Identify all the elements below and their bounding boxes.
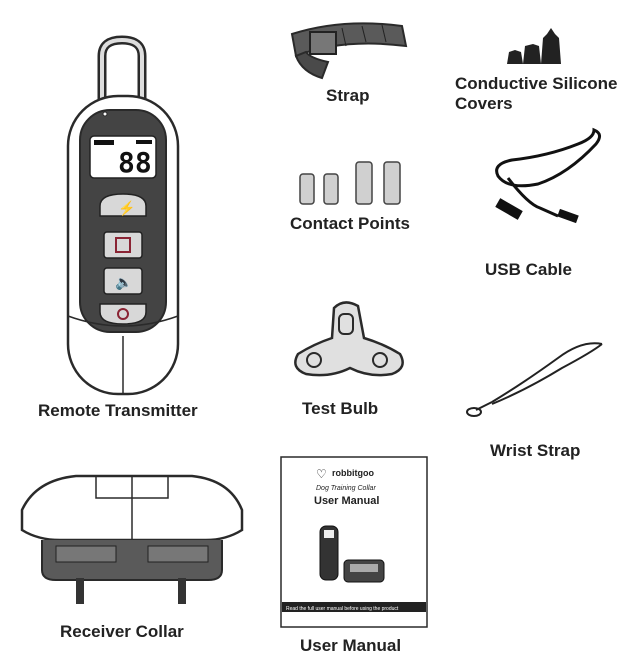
receiver-collar-label: Receiver Collar xyxy=(60,622,184,641)
manual-title: User Manual xyxy=(314,495,379,507)
usb-cable-label: USB Cable xyxy=(485,260,572,279)
manual-heart-logo-icon: ♡ xyxy=(316,467,327,481)
contact-points-label: Contact Points xyxy=(290,214,410,233)
beep-button[interactable] xyxy=(103,267,143,295)
manual-brand: robbitgoo xyxy=(332,468,374,478)
strap-image xyxy=(290,22,408,80)
usb-cable-image xyxy=(495,127,601,224)
receiver-collar-image xyxy=(20,474,244,604)
user-manual-label: User Manual xyxy=(300,636,402,655)
vibrate-button[interactable] xyxy=(103,231,143,259)
manual-footer: Read the full user manual before using t… xyxy=(286,606,399,612)
test-bulb-label: Test Bulb xyxy=(302,399,379,418)
silicone-covers-label-line1: Conductive Silicone xyxy=(455,74,618,93)
strap-label: Strap xyxy=(326,86,370,105)
remote-transmitter-label: Remote Transmitter xyxy=(38,401,198,420)
remote-transmitter-image: 88 ⚡ 🔈 xyxy=(66,35,180,396)
wrist-strap-image xyxy=(466,342,603,417)
silicone-covers-image xyxy=(507,28,561,64)
user-manual-image: ♡ robbitgoo Dog Training Collar User Man… xyxy=(280,456,428,628)
display-digits: 88 xyxy=(118,146,152,179)
silicone-covers-label-line2: Covers xyxy=(455,94,513,113)
shock-icon: ⚡ xyxy=(118,200,135,217)
speaker-icon: 🔈 xyxy=(115,274,132,291)
paw-button[interactable] xyxy=(99,303,147,325)
wrist-strap-label: Wrist Strap xyxy=(490,441,581,460)
vibrate-icon xyxy=(115,237,131,253)
test-bulb-image xyxy=(294,301,404,377)
contact-points-image xyxy=(299,161,401,205)
shock-button[interactable] xyxy=(99,193,147,217)
manual-subtitle: Dog Training Collar xyxy=(316,485,376,492)
paw-icon xyxy=(117,308,129,320)
